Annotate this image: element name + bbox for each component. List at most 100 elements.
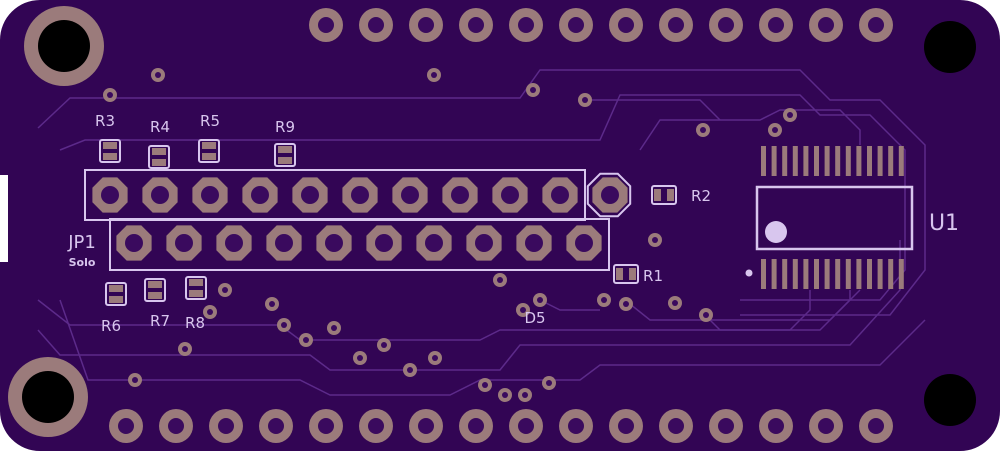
jp1-pads: [92, 172, 632, 261]
u1-bottom-pin: [898, 259, 904, 289]
u1-orientation-dot: [745, 269, 753, 277]
label-r3: R3: [95, 112, 115, 130]
u1-bottom-pin: [792, 259, 798, 289]
u1-top-pin: [888, 146, 894, 176]
jp1-pin1-outline: [586, 172, 632, 218]
via-hole: [672, 300, 678, 306]
label-r1: R1: [643, 267, 663, 285]
u1-bottom-pin: [835, 259, 841, 289]
jp1-bottom-pad-hole: [225, 234, 243, 252]
jp1-bottom-pad-hole: [325, 234, 343, 252]
via-hole: [546, 380, 552, 386]
bottom-header-pin-hole: [318, 418, 334, 434]
bottom-header-pin-hole: [468, 418, 484, 434]
u1-top-pin: [814, 146, 819, 176]
bottom-header-pin-hole: [718, 418, 734, 434]
bottom-header-pin-hole: [818, 418, 834, 434]
label-r6: R6: [101, 317, 121, 335]
jp1-top-pad-hole: [351, 186, 369, 204]
via-hole: [482, 382, 488, 388]
via-hole: [381, 342, 387, 348]
smd-resistors: [99, 139, 677, 306]
resistor-pad: [654, 189, 661, 201]
label-r5: R5: [200, 112, 220, 130]
label-d5: D5: [524, 309, 545, 327]
bottom-header-pin-hole: [868, 418, 884, 434]
resistor-pad: [629, 268, 636, 280]
via-hole: [787, 112, 793, 118]
label-u1: U1: [929, 211, 959, 236]
jp1-top-pad-hole: [401, 186, 419, 204]
u1-pin1-marker: [765, 221, 787, 243]
u1-bottom-pin: [771, 259, 777, 289]
via-hole: [582, 97, 588, 103]
jp1-top-pad-hole: [151, 186, 169, 204]
via-hole: [522, 392, 528, 398]
top-header-pin-hole: [418, 17, 434, 33]
via-hole: [331, 325, 337, 331]
bottom-header-pin-hole: [618, 418, 634, 434]
top-header-pin-hole: [618, 17, 634, 33]
resistor-pad: [278, 157, 292, 164]
resistor-pad: [189, 279, 203, 286]
edge-header-pins: [109, 8, 893, 443]
u1-top-pin: [856, 146, 862, 176]
jp1-top-pad-hole: [601, 186, 619, 204]
via-hole: [107, 92, 113, 98]
u1-top-pin: [803, 146, 809, 176]
silkscreen-labels: R3 R4 R5 R9 R2 R1 R6 R7 R8 JP1 Solo U1 D…: [67, 112, 959, 335]
bottom-header-pin-hole: [368, 418, 384, 434]
via-hole: [407, 367, 413, 373]
via-hole: [537, 297, 543, 303]
resistor-pad: [189, 290, 203, 297]
via-hole: [222, 287, 228, 293]
u1-bottom-pin: [888, 259, 894, 289]
bottom-header-pin-hole: [218, 418, 234, 434]
resistor-outline: [105, 282, 127, 306]
jp1-top-pad-hole: [101, 186, 119, 204]
jp1-top-pad-hole: [251, 186, 269, 204]
mount-hole: [924, 374, 976, 426]
mount-hole: [38, 20, 90, 72]
u1-bottom-pin: [814, 259, 819, 289]
resistor-pad: [202, 142, 216, 149]
u1-ic: [745, 146, 914, 289]
label-r8: R8: [185, 314, 205, 332]
bottom-header-pin-hole: [518, 418, 534, 434]
resistor-pad: [278, 146, 292, 153]
top-header-pin-hole: [518, 17, 534, 33]
resistor-pad: [152, 148, 166, 155]
via-hole: [601, 297, 607, 303]
jp1-top-pad-hole: [201, 186, 219, 204]
label-jp1-solo: Solo: [69, 256, 96, 269]
top-header-pin-hole: [818, 17, 834, 33]
resistor-pad: [103, 153, 117, 160]
u1-top-pin: [824, 146, 830, 176]
resistor-outline: [198, 139, 220, 163]
u1-bottom-pin: [845, 259, 851, 289]
bottom-header-pin-hole: [168, 418, 184, 434]
jp1-top-pad-hole: [551, 186, 569, 204]
via-hole: [432, 355, 438, 361]
resistor-pad: [148, 292, 162, 299]
u1-top-pin: [898, 146, 904, 176]
label-r2: R2: [691, 187, 711, 205]
resistor-pad: [109, 285, 123, 292]
u1-bottom-pin: [867, 259, 872, 289]
via-hole: [700, 127, 706, 133]
jp1-top-pad-hole: [301, 186, 319, 204]
label-r4: R4: [150, 118, 170, 136]
u1-bottom-pin: [856, 259, 862, 289]
u1-top-pin: [877, 146, 883, 176]
copper-traces: [37, 69, 926, 396]
via-hole: [652, 237, 658, 243]
resistor-pad: [148, 281, 162, 288]
u1-bottom-pin: [782, 259, 788, 289]
jp1-bottom-row-outline: [109, 218, 610, 271]
via-hole: [502, 392, 508, 398]
u1-top-pin: [782, 146, 788, 176]
resistor-outline: [651, 185, 677, 205]
via-hole: [155, 72, 161, 78]
bottom-header-pin-hole: [768, 418, 784, 434]
